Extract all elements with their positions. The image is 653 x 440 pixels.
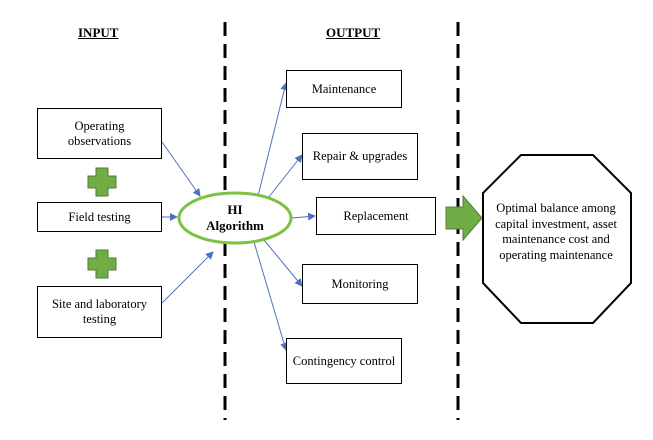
result-octagon	[482, 154, 632, 324]
output-box-monitoring: Monitoring	[302, 264, 418, 304]
input-label: Field testing	[68, 209, 131, 224]
result-arrow-icon	[445, 194, 483, 242]
input-box-field-testing: Field testing	[37, 202, 162, 232]
arrow-to-contingency	[253, 241, 288, 351]
input-label: Operating observations	[67, 118, 132, 148]
arrow-to-replacement	[291, 212, 316, 221]
arrow-to-monitoring	[263, 239, 303, 287]
output-box-contingency-control: Contingency control	[286, 338, 402, 384]
algorithm-oval	[177, 191, 293, 245]
input-label: Site and laboratory testing	[51, 297, 148, 326]
output-label: Repair & upgrades	[312, 149, 408, 163]
output-heading: OUTPUT	[326, 25, 381, 40]
output-label: Maintenance	[311, 81, 377, 96]
arrow-site-testing-to-algorithm	[161, 251, 214, 304]
algorithm-label-line1: HI	[227, 202, 243, 217]
output-label: Monitoring	[331, 276, 389, 291]
algorithm-label-line2: Algorithm	[206, 218, 264, 233]
input-heading: INPUT	[78, 25, 119, 40]
input-box-site-laboratory-testing: Site and laboratory testing	[37, 286, 162, 338]
arrow-to-maintenance	[257, 82, 289, 197]
result-label: Optimal balance among capital investment…	[495, 201, 617, 262]
output-label: Contingency control	[292, 353, 396, 368]
algorithm-label: HI Algorithm	[184, 196, 286, 240]
output-box-repair-upgrades: Repair & upgrades	[302, 133, 418, 180]
plus-icon-top	[87, 167, 117, 197]
output-label: Replacement	[343, 208, 409, 223]
output-box-maintenance: Maintenance	[286, 70, 402, 108]
output-box-replacement: Replacement	[316, 197, 436, 235]
arrow-observations-to-algorithm	[161, 141, 201, 197]
arrow-to-repair	[267, 154, 303, 199]
plus-icon-bottom	[87, 249, 117, 279]
input-box-operating-observations: Operating observations	[37, 108, 162, 159]
